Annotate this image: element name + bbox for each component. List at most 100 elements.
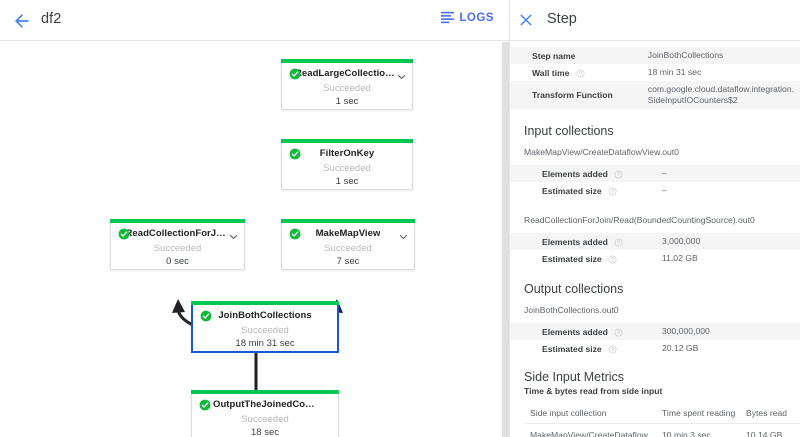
node-title: JoinBothCollections xyxy=(218,309,312,321)
step-details-pane: Step Step name JoinBothCollections Wall … xyxy=(510,0,800,437)
node-header: ReadLargeCollectionFr... xyxy=(282,63,412,83)
node-status-text: Succeeded xyxy=(324,243,372,254)
table-row: Wall time 18 min 31 sec xyxy=(510,64,800,81)
node-header: MakeMapView xyxy=(282,223,414,243)
node-status-text: Succeeded xyxy=(241,414,289,425)
row-label: Elements added xyxy=(510,323,661,340)
node-title: MakeMapView xyxy=(315,227,381,239)
node-status-text: Succeeded xyxy=(323,163,371,174)
node-status-bar xyxy=(191,301,339,305)
table-row: MakeMapView/CreateDataflow View.out0 10 … xyxy=(524,423,800,437)
spacer xyxy=(510,109,800,123)
column-header: Bytes read xyxy=(746,403,800,424)
row-label: Estimated size xyxy=(510,182,661,199)
row-value: 300,000,000 xyxy=(662,325,710,336)
table-header-row: Side input collection Time spent reading… xyxy=(524,403,800,424)
node-header: OutputTheJoinedCollec... xyxy=(192,394,338,414)
help-circle-icon[interactable] xyxy=(614,327,623,337)
output-collection-name: JoinBothCollections.out0 xyxy=(524,305,619,315)
node-status-text: Succeeded xyxy=(323,83,371,94)
input-collection-name: MakeMapView/CreateDataflowView.out0 xyxy=(524,147,679,157)
row-label-text: Estimated size xyxy=(542,185,602,196)
row-value: JoinBothCollections xyxy=(647,49,724,60)
check-circle-icon xyxy=(200,309,212,322)
row-label-text: Wall time xyxy=(532,67,570,78)
side-input-metrics-table: Side input collection Time spent reading… xyxy=(524,403,800,437)
row-label: Step name xyxy=(532,50,576,61)
row-value: 20.12 GB xyxy=(662,342,699,353)
row-label-text: Elements added xyxy=(542,326,608,337)
help-circle-icon[interactable] xyxy=(614,169,623,179)
help-circle-icon[interactable] xyxy=(608,254,617,264)
logs-button[interactable]: LOGS xyxy=(441,11,494,24)
graph-node-output-the-joined-collection[interactable]: OutputTheJoinedCollec... Succeeded 18 se… xyxy=(191,390,339,437)
table-row: Step name JoinBothCollections xyxy=(510,47,800,64)
node-status-bar xyxy=(281,219,415,223)
row-label-text: Estimated size xyxy=(542,253,602,264)
row-label: Wall time xyxy=(510,64,647,81)
help-circle-icon[interactable] xyxy=(576,68,585,78)
input-collection-1-table: Elements added 3,000,000 Estimated size xyxy=(510,233,800,267)
node-time-text: 7 sec xyxy=(336,256,360,267)
table-header: Side input collection Time spent reading… xyxy=(524,403,800,424)
section-title-input-collections: Input collections xyxy=(524,124,614,138)
chevron-down-icon[interactable] xyxy=(399,229,408,240)
step-panel-title: Step xyxy=(547,11,577,27)
row-value: 3,000,000 xyxy=(662,235,701,246)
row-value: 11.02 GB xyxy=(662,252,698,263)
row-label: Elements added xyxy=(510,233,661,250)
row-label: Elements added xyxy=(510,165,661,182)
logs-list-icon xyxy=(441,11,455,24)
back-arrow-icon[interactable] xyxy=(12,11,32,31)
column-header: Side input collection xyxy=(524,403,662,424)
input-collection-0-table: Elements added – Estimated size xyxy=(510,165,800,199)
pane-divider xyxy=(509,0,510,437)
node-time-text: 0 sec xyxy=(166,256,189,267)
graph-edges xyxy=(172,146,349,391)
table-row: Estimated size 11.02 GB xyxy=(510,250,800,267)
node-status-bar xyxy=(110,219,245,223)
logs-button-label: LOGS xyxy=(459,11,494,24)
chevron-down-icon[interactable] xyxy=(229,229,238,240)
node-header: FilterOnKey xyxy=(282,143,412,163)
input-collection-name: ReadCollectionForJoin/Read(BoundedCounti… xyxy=(524,215,755,225)
check-circle-icon xyxy=(199,398,211,411)
node-status-bar xyxy=(281,59,413,63)
table-row: Elements added 3,000,000 xyxy=(510,233,800,250)
help-circle-icon[interactable] xyxy=(608,344,617,354)
help-circle-icon[interactable] xyxy=(614,237,623,247)
table-row: Estimated size 20.12 GB xyxy=(510,340,800,357)
node-time-text: 1 sec xyxy=(335,96,359,107)
chevron-down-icon[interactable] xyxy=(397,69,406,80)
node-time-text: 18 min 31 sec xyxy=(235,338,295,349)
table-row: Estimated size – xyxy=(510,182,800,199)
check-circle-icon xyxy=(289,227,301,240)
job-graph-canvas[interactable]: ReadLargeCollectionFr... Succeeded 1 sec xyxy=(0,41,509,437)
row-label: Estimated size xyxy=(510,340,661,357)
row-value: com.google.cloud.dataflow.integration. S… xyxy=(647,83,794,106)
row-value: 18 min 31 sec xyxy=(647,66,702,77)
graph-node-make-map-view[interactable]: MakeMapView Succeeded 7 sec xyxy=(281,219,415,270)
help-circle-icon[interactable] xyxy=(608,186,617,196)
close-x-icon[interactable] xyxy=(518,12,534,28)
node-status-bar xyxy=(281,139,413,143)
graph-node-read-collection-for-join[interactable]: ReadCollectionForJoin Succeeded 0 sec xyxy=(110,219,245,270)
check-circle-icon xyxy=(118,227,130,240)
node-title: FilterOnKey xyxy=(319,147,375,159)
node-time-text: 1 sec xyxy=(335,176,359,187)
spacer xyxy=(510,357,800,369)
row-value: – xyxy=(662,184,667,195)
graph-node-join-both-collections[interactable]: JoinBothCollections Succeeded 18 min 31 … xyxy=(191,301,339,353)
node-header: ReadCollectionForJoin xyxy=(111,223,244,243)
side-input-metrics-subtitle: Time & bytes read from side input xyxy=(524,386,663,396)
node-title: ReadCollectionForJoin xyxy=(125,227,230,239)
row-label-text: Elements added xyxy=(542,168,608,179)
graph-node-read-large-collection[interactable]: ReadLargeCollectionFr... Succeeded 1 sec xyxy=(281,59,413,110)
row-label-text: Elements added xyxy=(542,236,608,247)
cell-time-spent-reading: 10 min 3 sec xyxy=(662,423,746,437)
table-row: Elements added – xyxy=(510,165,800,182)
section-title-output-collections: Output collections xyxy=(524,282,624,296)
graph-node-filter-on-key[interactable]: FilterOnKey Succeeded 1 sec xyxy=(281,139,413,190)
graph-vertical-scrollbar[interactable] xyxy=(502,42,509,437)
